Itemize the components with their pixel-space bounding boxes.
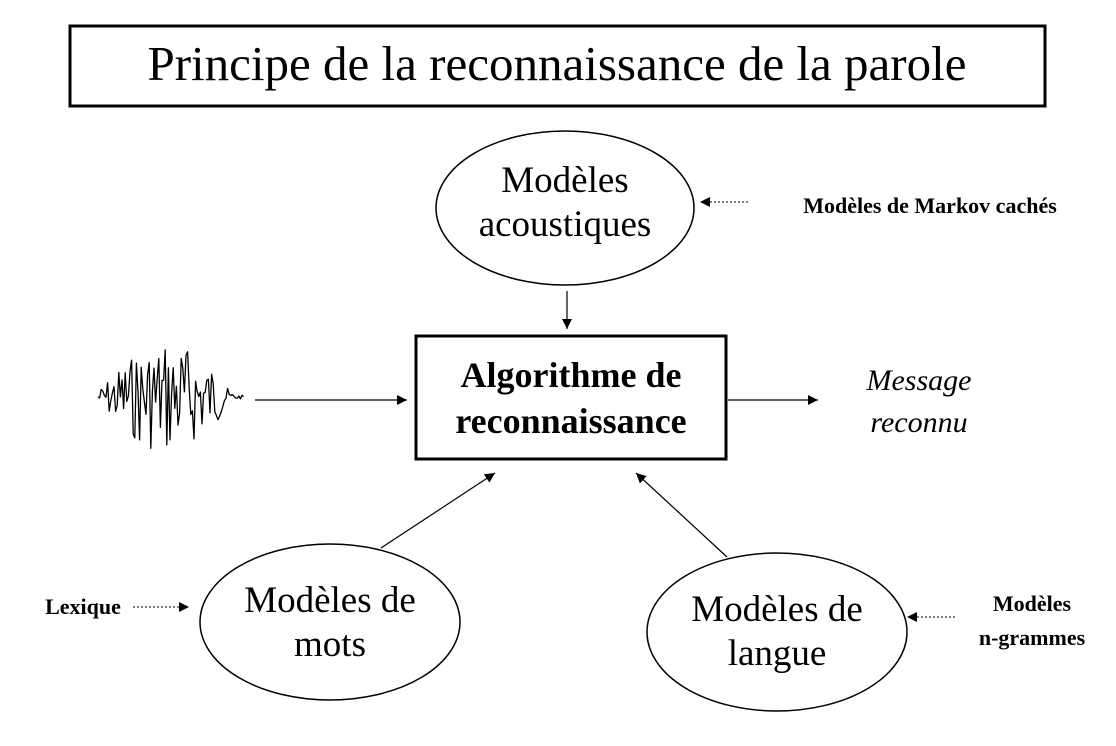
title-frame: [68, 24, 1047, 108]
speech-waveform-icon: [97, 349, 245, 450]
acoustic-models-label: Modèles acoustiques: [435, 159, 695, 247]
language-models-line1: Modèles de: [691, 589, 863, 630]
language-models-label: Modèles de langue: [647, 588, 907, 676]
algorithm-line2: reconnaissance: [455, 401, 687, 441]
language-models-line2: langue: [727, 633, 827, 674]
acoustic-models-ellipse: [435, 130, 695, 286]
recognized-message-line1: Message: [866, 364, 972, 397]
algorithm-line1: Algorithme de: [460, 355, 682, 395]
ngram-label: Modèles n-grammes: [950, 587, 1114, 655]
ngram-line1: Modèles: [992, 591, 1072, 616]
word-models-line1: Modèles de: [244, 580, 416, 621]
recognized-message-line2: reconnu: [870, 406, 968, 439]
recognized-message-label: Message reconnu: [826, 360, 1012, 444]
arrow-words-to-algorithm: [380, 472, 496, 549]
word-models-ellipse: [199, 543, 461, 701]
page-title: Principe de la reconnaissance de la paro…: [147, 36, 967, 91]
word-models-line2: mots: [294, 624, 366, 665]
acoustic-models-line1: Modèles: [501, 160, 629, 201]
lexicon-label: Lexique: [45, 594, 121, 619]
arrow-language-to-algorithm: [635, 472, 728, 558]
algorithm-label: Algorithme de reconnaissance: [416, 352, 726, 444]
language-models-ellipse: [646, 552, 908, 712]
hmm-label: Modèles de Markov cachés: [803, 193, 1057, 218]
ngram-line2: n-grammes: [978, 625, 1086, 650]
algorithm-box: [414, 334, 728, 461]
acoustic-models-line2: acoustiques: [478, 204, 652, 245]
word-models-label: Modèles de mots: [200, 579, 460, 667]
